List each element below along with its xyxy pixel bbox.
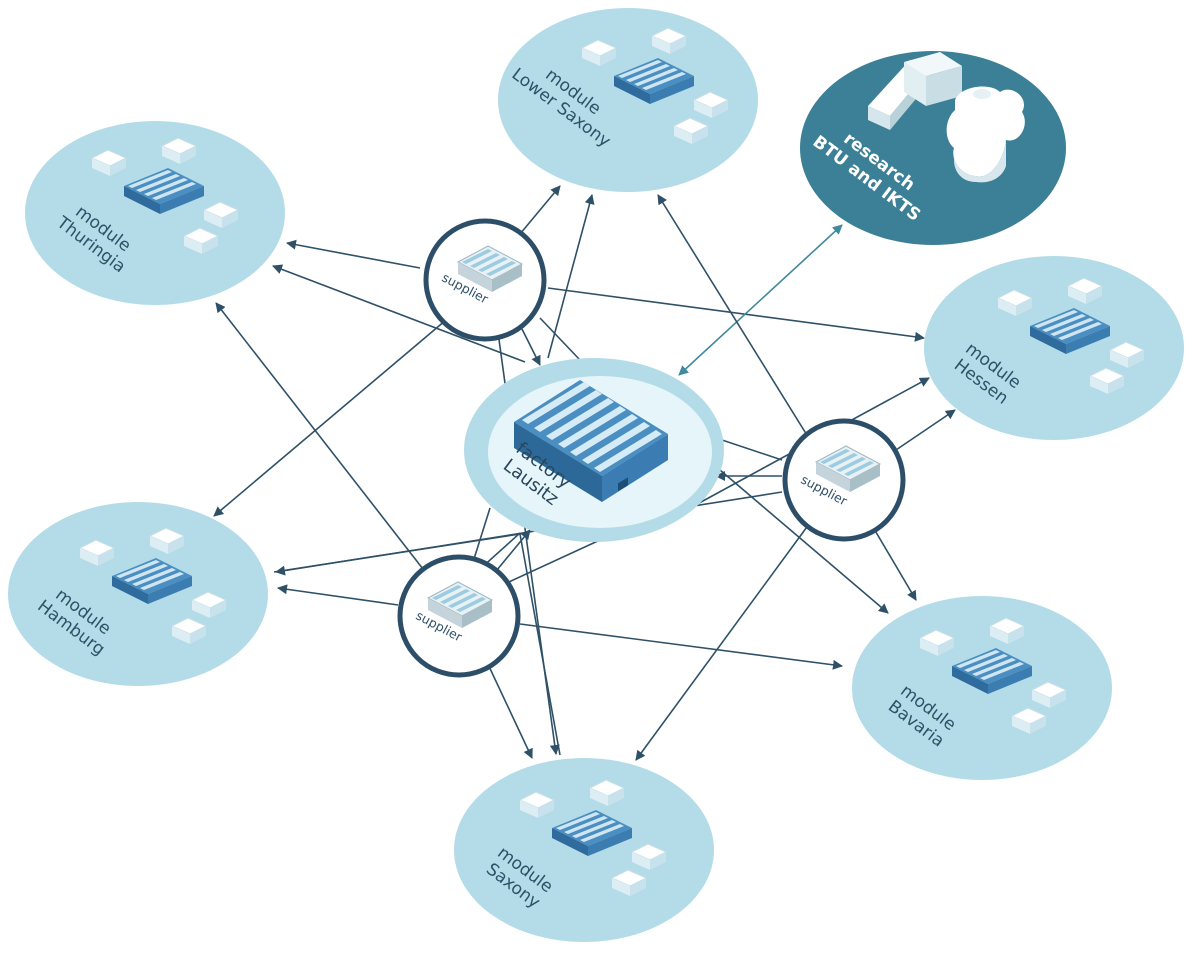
edge-supplier-top-to-factory (519, 324, 541, 366)
edge-supplier-bottom-to-hessen (499, 539, 601, 587)
module-saxony: module Saxony (454, 758, 714, 942)
edge-supplier-right-to-lower-saxony (657, 194, 811, 441)
supplier-top: supplier (423, 218, 547, 342)
edge-supplier-right-to-hessen-a (892, 409, 956, 453)
research-building-icon (868, 52, 1025, 183)
factory-node: factory Lausitz (464, 358, 724, 542)
edge-supplier-right-to-bavaria (869, 521, 917, 601)
supplier-top-building-icon (456, 245, 524, 292)
supplier-bottom-building-icon (426, 581, 494, 628)
edge-supplier-top-to-thuringia-a (286, 239, 421, 269)
module-bavaria: module Bavaria (852, 596, 1112, 780)
edge-supplier-bottom-to-thuringia (215, 302, 431, 579)
edge-supplier-right-to-saxony (635, 519, 813, 761)
module-thuringia: module Thuringia (25, 121, 285, 305)
edge-supplier-top-to-thuringia-b (272, 264, 526, 363)
edge-supplier-bottom-to-saxony (485, 659, 533, 759)
supplier-right: supplier (782, 418, 906, 542)
edge-factory-to-supplier-right (721, 439, 783, 461)
edge-factory-to-saxony (519, 533, 561, 756)
edge-supplier-top-to-hessen (547, 287, 925, 342)
factory-hall-icon (514, 380, 668, 502)
edge-supplier-top-to-lower-saxony (514, 185, 561, 241)
module-hamburg: module Hamburg (8, 502, 268, 686)
research-node: research BTU and IKTS (800, 51, 1066, 245)
module-lower-saxony: module Lower Saxony (498, 8, 758, 192)
module-hessen: module Hessen (924, 256, 1184, 440)
edge-research-factory (678, 224, 843, 376)
edge-factory-to-lower-saxony (547, 194, 595, 359)
supplier-bottom: supplier (397, 554, 521, 678)
supplier-right-building-icon (814, 445, 882, 492)
edge-supplier-bottom-to-bavaria (519, 623, 843, 670)
edge-factory-to-bavaria (719, 469, 889, 614)
edge-supplier-bottom-to-hamburg (277, 584, 399, 606)
edge-supplier-top-to-factory-b (539, 317, 581, 361)
edge-supplier-bottom-to-factory-a (491, 529, 531, 577)
edge-supplier-top-to-hamburg (213, 319, 447, 517)
